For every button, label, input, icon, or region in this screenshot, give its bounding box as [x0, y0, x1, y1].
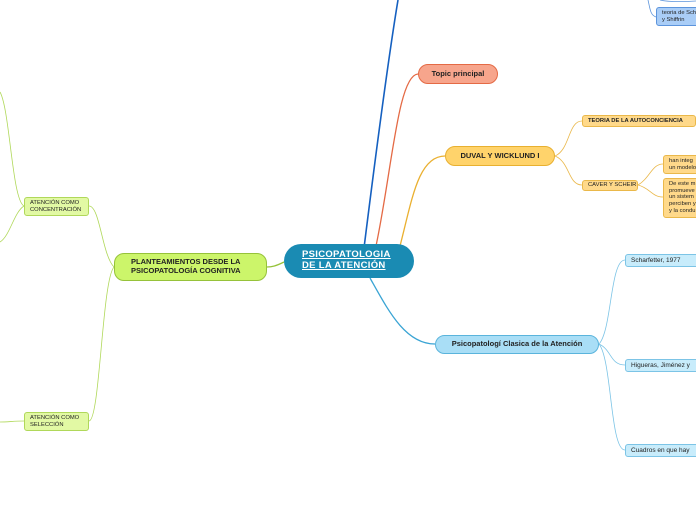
duval-wicklund-node[interactable]: DUVAL Y WICKLUND I [445, 146, 555, 166]
higueras-node[interactable]: Higueras, Jiménez y [625, 359, 696, 372]
atencion-seleccion-node[interactable]: ATENCIÓN COMO SELECCIÓN [24, 412, 89, 431]
planteamientos-cognitiva-node[interactable]: PLANTEAMIENTOS DESDE LA PSICOPATOLOGÍA C… [114, 253, 267, 281]
central-topic-label: PSICOPATOLOGIA DE LA ATENCIÓN [302, 249, 391, 271]
psicopatologia-clasica-node[interactable]: Psicopatologí Clasica de la Atención [435, 335, 599, 354]
connector-conc [88, 205, 115, 268]
central-topic[interactable]: PSICOPATOLOGIA DE LA ATENCIÓN [284, 244, 414, 278]
connector-deeste [637, 184, 664, 198]
connector-caver [554, 155, 583, 186]
han-integrado-node[interactable]: han integ un modelo [663, 155, 696, 174]
connector-shiffrin-a [647, 0, 657, 18]
connector-duval [399, 155, 446, 247]
connector-selec [88, 266, 115, 422]
cuadros-node[interactable]: Cuadros en que hay [625, 444, 696, 457]
connector-teoria [554, 120, 583, 157]
connector-schar [598, 259, 626, 345]
connector-topic [375, 73, 419, 247]
connector-conc-up [0, 91, 25, 207]
connector-psico [369, 277, 436, 345]
scharfetter-node[interactable]: Scharfetter, 1977 [625, 254, 696, 267]
caver-scheir-node[interactable]: CAVER Y SCHEIR [582, 180, 638, 191]
connector-selec-left [0, 420, 25, 423]
connector-higue [598, 343, 626, 366]
topic-principal-node[interactable]: Topic principal [418, 64, 498, 84]
connector-hanint [637, 163, 664, 186]
connector-plant [266, 261, 285, 268]
teoria-shiffrin-node[interactable]: teoria de Sch y Shiffrin [656, 7, 696, 26]
connector-top [363, 0, 399, 249]
de-este-modo-node[interactable]: De este m promueve un sistem perciben y … [663, 178, 696, 218]
atencion-concentracion-node[interactable]: ATENCIÓN COMO CONCENTRACIÓN [24, 197, 89, 216]
connector-cuad [598, 343, 626, 451]
teoria-autoconciencia-node[interactable]: TEORIA DE LA AUTOCONCIENCIA [582, 115, 696, 127]
connector-shiffrin-b [659, 0, 696, 3]
connector-conc-down [0, 205, 25, 243]
